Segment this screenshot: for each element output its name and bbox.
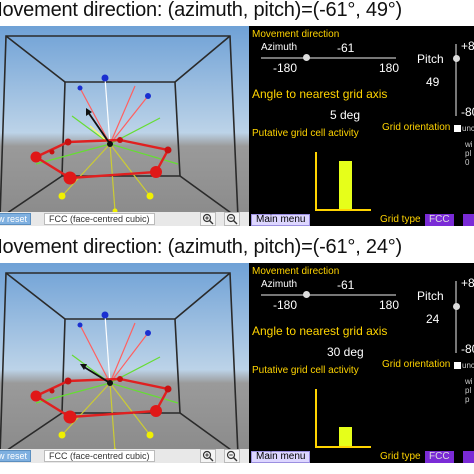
3d-grid-viewport[interactable]	[0, 263, 249, 457]
grid-orientation-label: Grid orientation	[382, 122, 451, 133]
pitch-slider-handle[interactable]	[453, 303, 460, 310]
pitch-max: +80	[461, 276, 474, 290]
zoom-out-icon	[226, 213, 238, 225]
pitch-slider[interactable]	[455, 281, 457, 353]
azimuth-label: Azimuth	[261, 42, 298, 53]
grid-type-next-button[interactable]	[463, 451, 474, 463]
uncertainty-label: unce	[462, 124, 474, 133]
pitch-value: 24	[426, 312, 440, 326]
truncated-label-2: pl	[465, 386, 472, 395]
azimuth-slider-handle[interactable]	[303, 54, 310, 61]
activity-y-axis	[315, 152, 317, 210]
pitch-min: -80	[461, 342, 474, 356]
azimuth-max: 180	[379, 61, 400, 75]
angle-heading: Angle to nearest grid axis	[252, 324, 388, 338]
figure-title: Movement direction: (azimuth, pitch)=(-6…	[0, 0, 403, 21]
control-panel: Movement direction Azimuth -61 -180 180 …	[249, 263, 474, 463]
grid-orientation-label: Grid orientation	[382, 359, 451, 370]
grid-type-fcc-button[interactable]: FCC	[425, 451, 454, 463]
zoom-in-button[interactable]	[200, 449, 216, 463]
lattice-nodes	[30, 311, 172, 454]
zoom-in-button[interactable]	[200, 212, 216, 226]
movement-arrow	[80, 364, 111, 384]
azimuth-max: 180	[379, 298, 400, 312]
azimuth-min: -180	[273, 61, 298, 75]
angle-value: 30 deg	[327, 345, 364, 359]
pitch-min: -80	[461, 105, 474, 119]
azimuth-slider[interactable]	[261, 294, 396, 296]
view-reset-button[interactable]: w reset	[0, 213, 32, 225]
pitch-value: 49	[426, 75, 440, 89]
azimuth-label: Azimuth	[261, 279, 298, 290]
3d-grid-viewport[interactable]	[0, 26, 249, 220]
uncertainty-checkbox[interactable]	[454, 362, 461, 369]
grid-type-label: Grid type	[380, 214, 421, 225]
activity-x-axis	[315, 209, 371, 211]
zoom-out-button[interactable]	[224, 212, 240, 226]
activity-y-axis	[315, 389, 317, 447]
zoom-out-button[interactable]	[224, 449, 240, 463]
truncated-label-1: wi	[465, 140, 473, 149]
zoom-out-icon	[226, 450, 238, 462]
uncertainty-checkbox[interactable]	[454, 125, 461, 132]
zoom-in-icon	[202, 450, 214, 462]
view-reset-button[interactable]: w reset	[0, 450, 32, 462]
movement-heading: Movement direction	[252, 266, 340, 277]
truncated-label-1: wi	[465, 377, 473, 386]
truncated-label-2: pl	[465, 149, 472, 158]
zoom-in-icon	[202, 213, 214, 225]
pitch-max: +80	[461, 39, 474, 53]
movement-heading: Movement direction	[252, 29, 340, 40]
control-panel: Movement direction Azimuth -61 -180 180 …	[249, 26, 474, 226]
azimuth-value: -61	[337, 278, 355, 292]
figure-title: Movement direction: (azimuth, pitch)=(-6…	[0, 237, 403, 258]
figure-panel-top: Movement direction: (azimuth, pitch)=(-6…	[0, 0, 474, 226]
truncated-label-3: 0	[465, 158, 470, 167]
main-menu-button[interactable]: Main menu	[251, 451, 311, 463]
figure-panel-bottom: Movement direction: (azimuth, pitch)=(-6…	[0, 237, 474, 474]
azimuth-slider-handle[interactable]	[303, 291, 310, 298]
azimuth-value: -61	[337, 41, 355, 55]
activity-heading: Putative grid cell activity	[252, 128, 359, 139]
activity-bar	[339, 427, 352, 446]
activity-x-axis	[315, 446, 371, 448]
activity-heading: Putative grid cell activity	[252, 365, 359, 376]
angle-heading: Angle to nearest grid axis	[252, 87, 388, 101]
movement-arrow	[86, 108, 111, 145]
lattice-type-label: FCC (face-centred cubic)	[44, 450, 155, 462]
lattice-type-label: FCC (face-centred cubic)	[44, 213, 155, 225]
azimuth-min: -180	[273, 298, 298, 312]
truncated-label-3: p	[465, 395, 470, 404]
pitch-label: Pitch	[417, 289, 444, 303]
uncertainty-label: unce	[462, 361, 474, 370]
activity-bar	[339, 161, 352, 209]
azimuth-slider[interactable]	[261, 57, 396, 59]
angle-value: 5 deg	[330, 108, 361, 122]
grid-type-fcc-button[interactable]: FCC	[425, 214, 454, 226]
pitch-slider[interactable]	[455, 44, 457, 116]
pitch-label: Pitch	[417, 52, 444, 66]
main-menu-button[interactable]: Main menu	[251, 214, 311, 226]
grid-type-next-button[interactable]	[463, 214, 474, 226]
pitch-slider-handle[interactable]	[453, 55, 460, 62]
grid-type-label: Grid type	[380, 451, 421, 462]
